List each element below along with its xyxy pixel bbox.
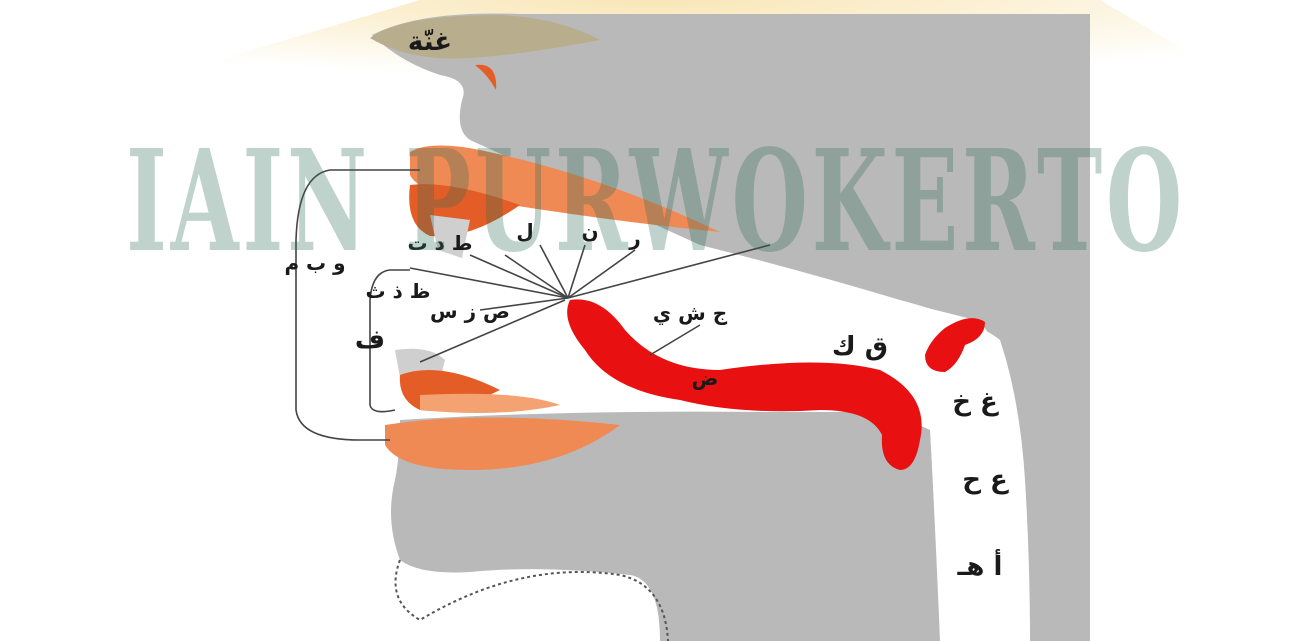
label-throat-upper: غ خ — [952, 387, 999, 417]
label-throat-mid: ع ح — [962, 465, 1009, 495]
label-throat-low: أ هـ — [957, 549, 1003, 582]
label-lateral: ض — [692, 366, 719, 390]
label-dental-2: ص ز س — [430, 299, 510, 323]
watermark: IAIN PURWOKERTO — [126, 120, 1186, 284]
label-lower-lip: ف — [355, 325, 385, 355]
label-nasal: غنّة — [408, 27, 452, 57]
label-velar: ق ك — [832, 332, 888, 362]
label-palatal: ج ش ي — [653, 301, 728, 326]
